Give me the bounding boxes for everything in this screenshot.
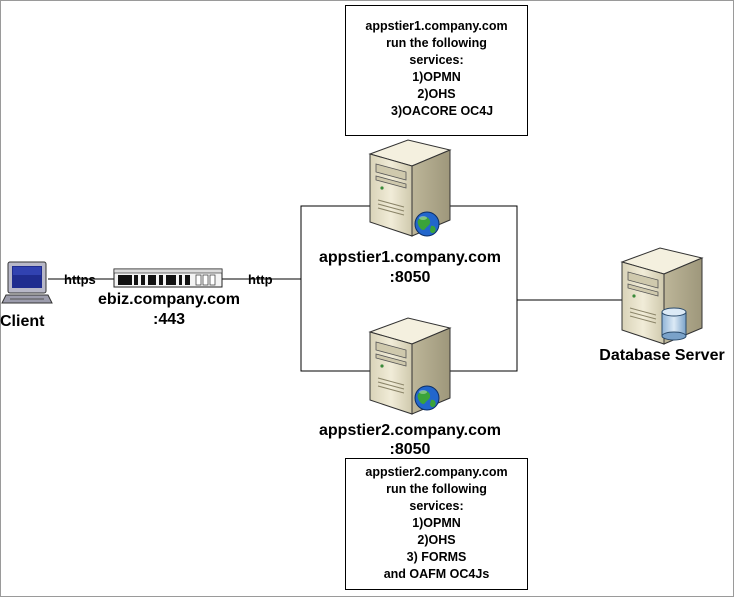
note-line: services: [409, 499, 464, 513]
apps-bracket-right [440, 205, 518, 372]
service-item: and OAFM OC4Js [383, 567, 490, 581]
appstier1-globe-icon [414, 211, 440, 237]
connections [48, 205, 622, 372]
service-item: 3)OACORE OC4J [391, 104, 494, 118]
appstier2-port: :8050 [389, 441, 431, 458]
note-line: run the following [386, 482, 487, 496]
appstier1-hostname: appstier1.company.com [319, 249, 501, 266]
appstier1-services-note: appstier1.company.com run the following … [345, 5, 528, 136]
service-item: 2)OHS [417, 87, 456, 101]
appstier2-globe-icon [414, 385, 440, 411]
service-item: 3) FORMS [406, 550, 467, 564]
appstier1-port: :8050 [389, 269, 431, 286]
note-line: services: [409, 53, 464, 67]
database-cylinder-icon [661, 307, 687, 341]
apps-bracket-left [300, 205, 380, 372]
lb-port: :443 [152, 311, 186, 328]
note-line: run the following [386, 36, 487, 50]
http-label: http [248, 272, 273, 287]
appstier2-hostname: appstier2.company.com [319, 422, 501, 439]
https-label: https [64, 272, 96, 287]
service-item: 2)OHS [417, 533, 456, 547]
load-balancer-icon [113, 268, 223, 288]
appstier2-services-note: appstier2.company.com run the following … [345, 458, 528, 590]
lb-hostname: ebiz.company.com [98, 291, 240, 308]
note-line: appstier2.company.com [365, 465, 508, 479]
client-computer-icon [1, 261, 53, 304]
note-line: appstier1.company.com [365, 19, 508, 33]
service-item: 1)OPMN [412, 70, 461, 84]
client-label: Client [0, 313, 45, 330]
service-item: 1)OPMN [412, 516, 461, 530]
database-label: Database Server [599, 347, 725, 364]
